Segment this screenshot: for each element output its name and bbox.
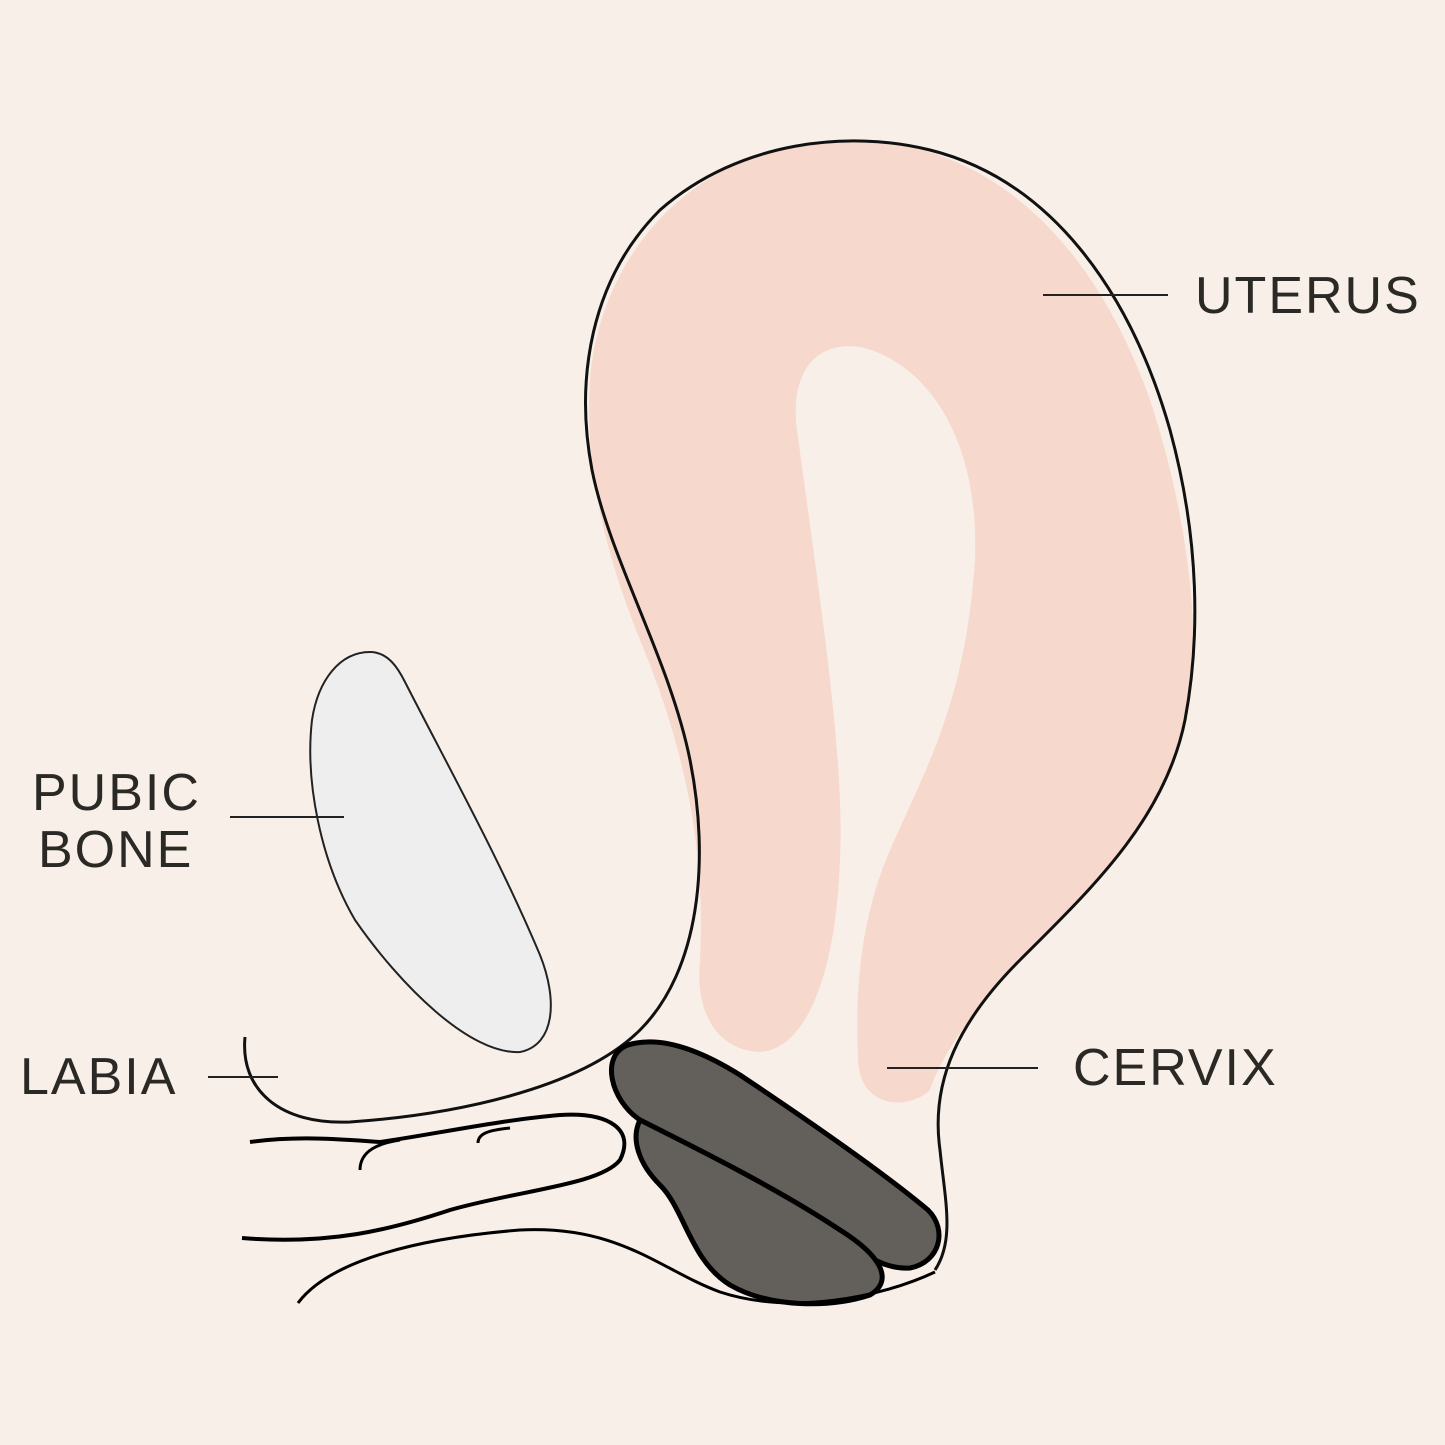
uterus-label: UTERUS [1195, 267, 1421, 325]
labia-label: LABIA [20, 1048, 178, 1106]
pubic-bone-label-line1: PUBIC [32, 764, 201, 822]
cervix-label: CERVIX [1073, 1039, 1278, 1097]
device-lower [633, 1116, 885, 1307]
pubic-bone-label-line2: BONE [38, 821, 194, 879]
labia-fold-2 [358, 1126, 511, 1171]
uterus-shape [589, 140, 1194, 1103]
labia-fold-1 [241, 1112, 627, 1242]
body-outline [243, 139, 1197, 1271]
pubic-bone-shape [309, 650, 552, 1054]
perineum-line [296, 1228, 936, 1305]
